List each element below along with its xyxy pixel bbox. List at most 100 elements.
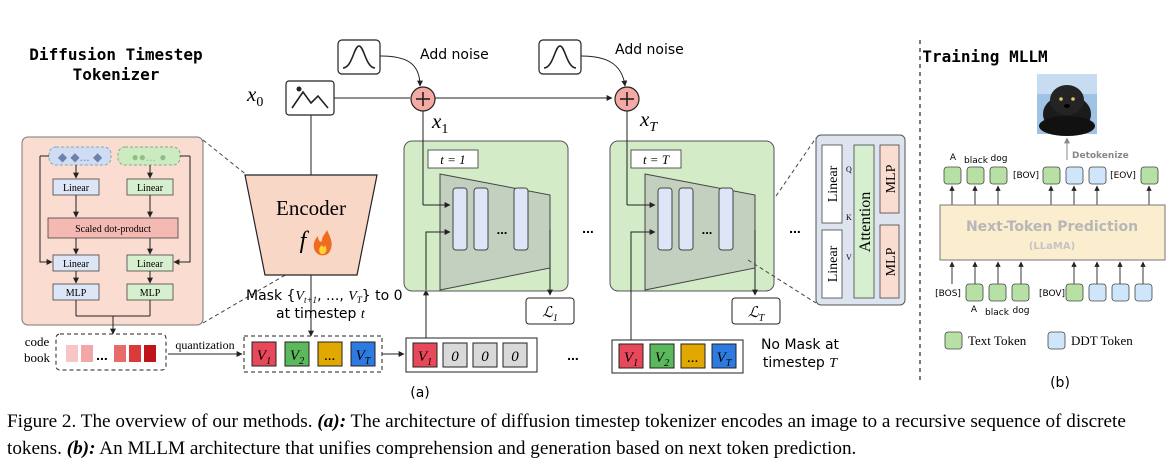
- tokenizer-detail-panel: ◆ ◆... ◆ ●●... ● Linear Linear Scaled do…: [21, 136, 204, 335]
- unet-T-label: t = T: [643, 152, 670, 167]
- no-mask-line2: timestep T: [763, 355, 838, 371]
- dots-between-unets: ...: [582, 220, 594, 236]
- label-a: (a): [410, 385, 430, 401]
- in-word-black: black: [985, 308, 1010, 318]
- codebook-label-line2: book: [24, 350, 51, 365]
- masked-seq-label-3: 0: [511, 349, 519, 365]
- token-seq-box-3: [350, 341, 376, 367]
- fire-icon: [313, 230, 332, 256]
- gaussian-icon-2: [538, 39, 582, 75]
- attn-v: V: [846, 253, 852, 262]
- dots-after-unetT: ...: [789, 220, 801, 236]
- masked-seq-box-2: [472, 342, 498, 368]
- masked-seq-label-0: V1: [418, 349, 432, 368]
- masked-seq-box-0: [412, 342, 438, 368]
- svg-text:◆ ◆... ◆: ◆ ◆... ◆: [58, 150, 103, 164]
- mlp-b-label: MLP: [140, 288, 161, 299]
- unet-T-dots: ...: [702, 222, 713, 237]
- loss-T: ℒT: [731, 297, 781, 325]
- codebook: ...: [55, 333, 167, 371]
- linear-q-label: Linear: [63, 183, 90, 194]
- legend-text-label: Text Token: [968, 333, 1027, 348]
- legend: Text Token DDT Token: [944, 331, 1133, 350]
- detokenize-label: Detokenize: [1072, 151, 1129, 161]
- dog-image: [1037, 74, 1097, 136]
- next-token-prediction-box: Next-Token Prediction (LLaMA): [939, 204, 1166, 261]
- attn-k: K: [846, 213, 852, 222]
- attention-block: Linear Linear Q K V Attention MLP MLP: [815, 134, 906, 306]
- right-title: Training MLLM: [922, 47, 1047, 66]
- label-b: (b): [1050, 375, 1070, 391]
- attn-mlp-1: MLP: [884, 164, 899, 193]
- scaled-dot-box: [47, 217, 179, 239]
- attn-q: Q: [846, 165, 852, 174]
- caption-part-2: The architecture of diffusion timestep t…: [7, 411, 1126, 459]
- full-seq-label-0: V1: [624, 350, 638, 369]
- unet-block-1: t = 1 ...: [403, 140, 569, 296]
- dots-after-masked: ...: [567, 347, 579, 363]
- out-bov: [BOV]: [1013, 171, 1039, 181]
- unet-block-T: t = T ...: [609, 140, 775, 340]
- unet-1-label: t = 1: [440, 152, 465, 167]
- svg-text:ℒ1: ℒ1: [542, 305, 558, 324]
- codebook-label-line1: code: [25, 334, 50, 349]
- encoder-symbol: f: [300, 228, 310, 254]
- masked-seq-label-1: 0: [451, 349, 459, 365]
- attn-mlp-2: MLP: [884, 247, 899, 276]
- add-node-1: [410, 86, 436, 112]
- xT-label: xT: [639, 107, 658, 135]
- in-word-a: A: [971, 305, 978, 315]
- mlp-a-label: MLP: [66, 288, 87, 299]
- masked-seq-box-3: [502, 342, 528, 368]
- caption-b-label: (b):: [66, 438, 96, 459]
- full-seq-box-2: [680, 343, 706, 369]
- svg-text:ℒT: ℒT: [748, 305, 766, 324]
- caption-part-3: An MLLM architecture that unifies compre…: [95, 438, 857, 459]
- legend-ddt-label: DDT Token: [1071, 333, 1133, 348]
- out-eov: [EOV]: [1110, 171, 1136, 181]
- masked-sequence: V1 0 0 0: [405, 337, 538, 373]
- token-seq-label-0: V1: [257, 348, 271, 367]
- add-node-2: [614, 86, 640, 112]
- mask-text-line1: Mask {Vt+1, ..., VT} to 0: [246, 288, 403, 305]
- token-seq-box-0: [251, 341, 277, 367]
- svg-text:●●... ●: ●●... ●: [131, 150, 166, 164]
- figure-caption: Figure 2. The overview of our methods. (…: [7, 408, 1169, 462]
- caption-a-label: (a):: [317, 411, 347, 432]
- token-seq-box-1: [284, 341, 310, 367]
- full-seq-box-1: [649, 343, 675, 369]
- encoder-label: Encoder: [276, 196, 346, 220]
- gaussian-icon-1: [337, 39, 381, 75]
- mask-text-line2: at timestep t: [276, 306, 366, 322]
- no-mask-line1: No Mask at: [761, 337, 840, 353]
- out-word-black: black: [964, 156, 989, 166]
- query-tokens: [48, 146, 112, 166]
- linear-b-label: Linear: [137, 259, 164, 270]
- linear-k-label: Linear: [137, 183, 164, 194]
- input-token-row: [965, 283, 1153, 302]
- caption-part-1: Figure 2. The overview of our methods.: [7, 411, 318, 432]
- full-seq-box-3: [711, 343, 737, 369]
- scaled-dot-label: Scaled dot-product: [75, 224, 151, 235]
- ntp-sub: (LLaMA): [1029, 241, 1075, 252]
- masked-seq-label-2: 0: [481, 349, 489, 365]
- full-seq-label-1: V2: [655, 350, 669, 369]
- codebook-dots: ...: [96, 347, 108, 363]
- in-word-dog: dog: [1013, 306, 1030, 316]
- masked-seq-box-1: [442, 342, 468, 368]
- x1-label: x1: [431, 109, 448, 137]
- out-word-dog: dog: [991, 154, 1008, 164]
- input-image-icon: [285, 80, 335, 116]
- x0-label: x0: [246, 82, 263, 110]
- full-seq-label-3: VT: [717, 350, 733, 369]
- legend-text-swatch: [944, 331, 963, 350]
- unet-1-dots: ...: [497, 222, 508, 237]
- in-bov: [BOV]: [1039, 289, 1065, 299]
- loss-1: ℒ1: [525, 297, 575, 325]
- attn-attention: Attention: [857, 192, 874, 252]
- legend-ddt-swatch: [1047, 331, 1066, 350]
- token-seq-box-2: [317, 341, 343, 367]
